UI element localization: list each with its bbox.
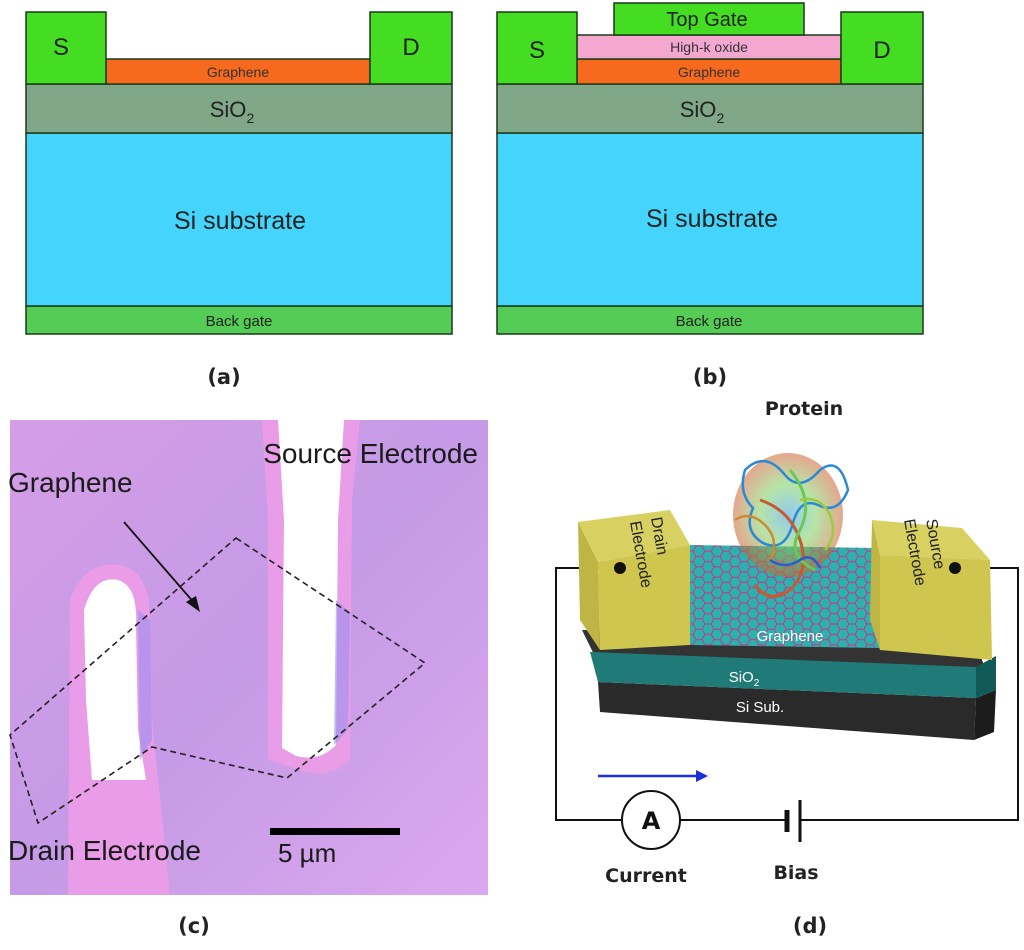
ammeter-icon [621,790,681,850]
panel-d: Drain Electrode Source Electrode Graphen… [555,398,1019,938]
sio2-label: SiO2 [729,669,760,689]
drain-label: D [402,34,419,61]
graphene-edge-right [334,600,350,745]
scale-bar [270,828,400,835]
source-contact-dot [949,562,961,574]
top-gate-label: Top Gate [666,9,747,31]
si-sub-side [974,690,996,740]
sio2-label: SiO2 [680,97,725,126]
caption-c: (c) [178,914,210,938]
bias-label: Bias [773,862,818,884]
high-k-label: High-k oxide [670,39,748,55]
caption-d: (d) [793,914,827,938]
drain-electrode-label: Drain Electrode [8,835,201,866]
back-gate-layer [25,305,453,335]
si-substrate-layer [25,132,453,307]
source-electrode-top [872,520,990,560]
si-sub-front [598,682,976,740]
source-electrode-bright [278,420,344,758]
graphene-edge-left [138,610,152,760]
ammeter-label: A [642,807,661,835]
top-gate [613,2,805,36]
graphene-label: Graphene [8,467,133,498]
graphene-pointer-line [123,521,197,606]
source-label: S [53,34,69,61]
scale-label: 5 µm [278,838,336,868]
panel-b: S D Top Gate High-k oxide Graphene SiO2 … [496,2,924,389]
drain-electrode-label-1: Drain [647,516,670,557]
drain-electrode-top [578,510,690,562]
source-label: S [529,37,545,64]
panel-a: S D Graphene SiO2 Si substrate Back gate… [25,11,453,389]
graphene-lattice [690,545,880,648]
back-gate-label: Back gate [676,313,743,330]
source-electrode-face [880,555,992,660]
substrate-label: Si substrate [174,207,306,235]
graphene-dashed-outline [9,536,427,825]
protein-structure [733,453,850,598]
current-label: Current [605,865,687,887]
sio2-label: SiO2 [210,97,255,126]
graphene-pointer-head [186,596,200,612]
current-arrow-head [696,770,708,782]
drain-label: D [873,37,890,64]
graphene-label: Graphene [207,64,269,80]
sio2-layer [496,83,924,134]
drain-contact [840,11,924,85]
source-electrode-side [870,520,880,650]
si-substrate-layer [496,132,924,307]
graphene-label: Graphene [678,64,740,80]
source-contact [25,11,107,85]
protein-label: Protein [765,398,843,420]
sio2-front [590,652,976,698]
panel-c: Source Electrode Graphene Drain Electrod… [8,420,488,938]
si-sub-label: Si Sub. [736,699,784,716]
drain-contact [369,11,453,85]
substrate-label: Si substrate [646,205,778,233]
back-gate-label: Back gate [206,313,273,330]
caption-a: (a) [207,365,240,389]
back-gate-layer [496,305,924,335]
source-contact [496,11,578,85]
caption-b: (b) [693,365,727,389]
drain-contact-dot [614,562,626,574]
source-electrode-label: Source Electrode [263,438,478,469]
drain-electrode-front [578,522,600,650]
sio2-side [976,656,996,698]
graphene-label: Graphene [757,628,824,645]
